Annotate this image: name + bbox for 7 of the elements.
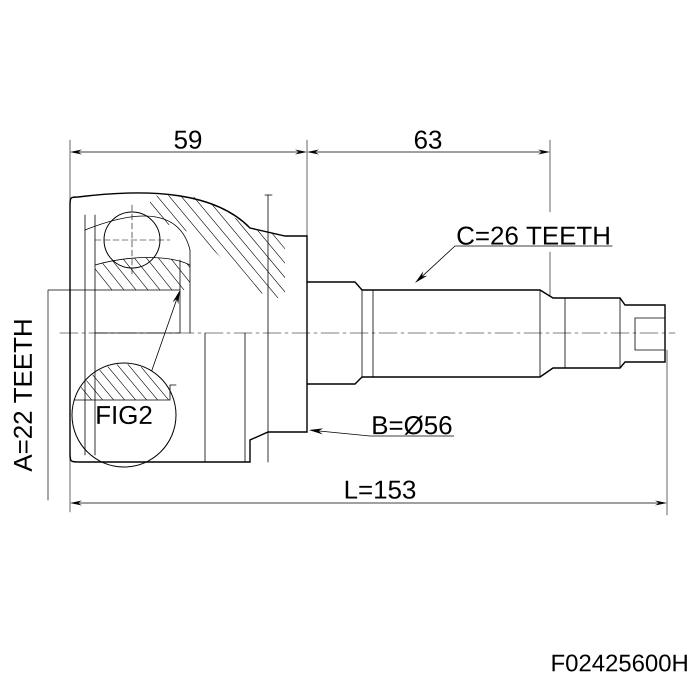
- callout-text: B=Ø56: [373, 416, 452, 435]
- dimension-label: 59: [174, 130, 202, 149]
- dimension-label: 63: [414, 130, 442, 149]
- part-number: F02425600H: [552, 654, 687, 672]
- dimension-label: L=153: [346, 480, 416, 499]
- callout-text: C=26 TEETH: [458, 226, 609, 245]
- dimension-label: A=22 TEETH: [14, 320, 32, 472]
